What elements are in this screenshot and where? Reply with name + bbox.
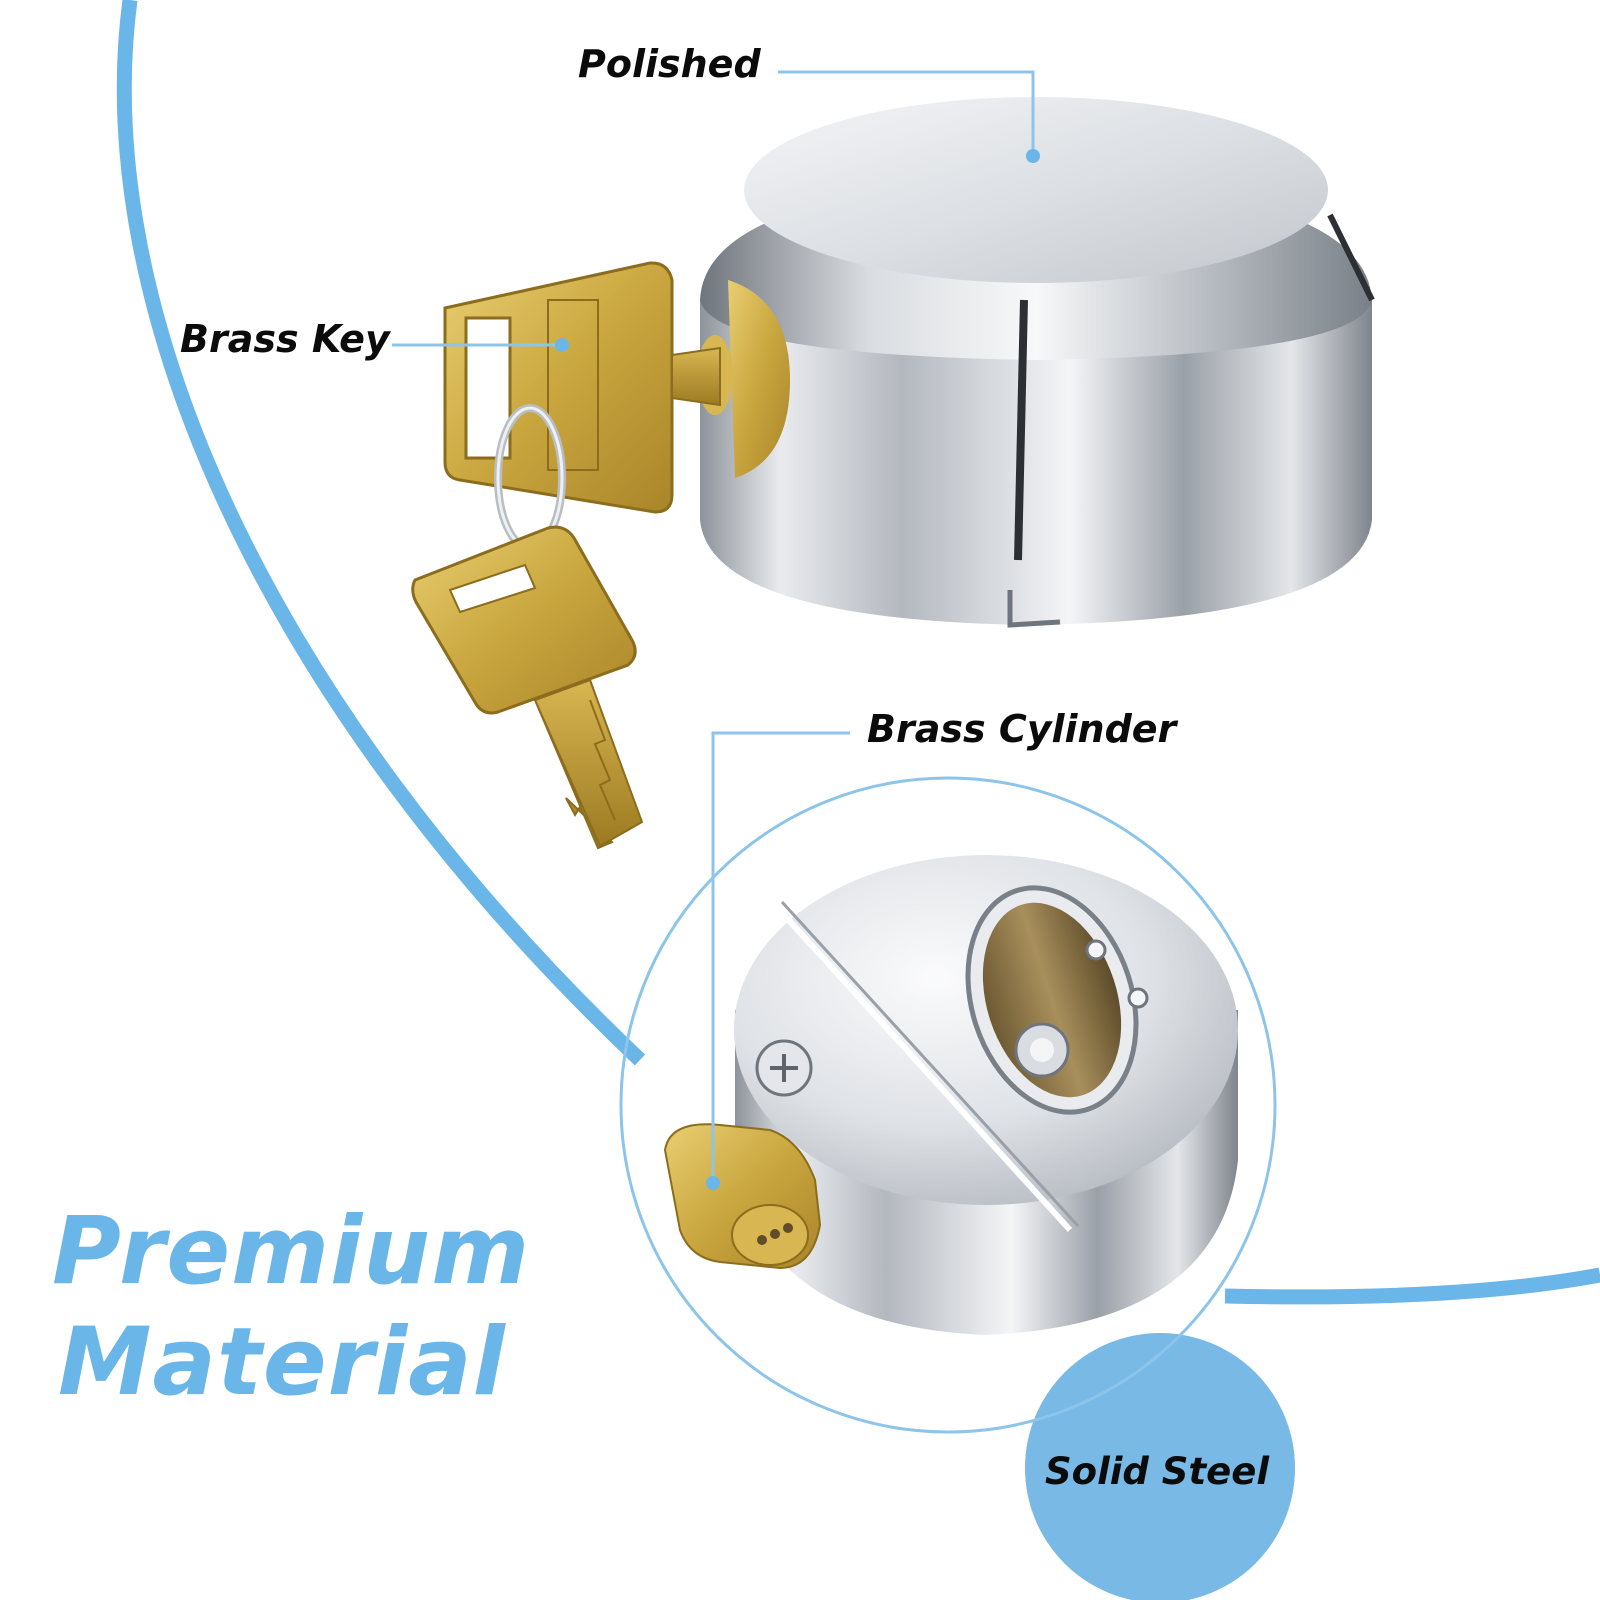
- leader-polished: [778, 70, 1035, 156]
- marker-brass-cylinder: [706, 1176, 720, 1190]
- marker-brass-key: [555, 338, 569, 352]
- detail-circle: [619, 776, 1277, 1434]
- callout-brass-key: Brass Key: [180, 317, 390, 361]
- leader-lines: [392, 70, 1035, 1183]
- decorative-arc: [116, 0, 646, 1066]
- callout-polished: Polished: [578, 42, 761, 86]
- headline-line-1: Premium: [52, 1197, 531, 1306]
- callout-brass-cylinder: Brass Cylinder: [867, 707, 1177, 751]
- padlock-underside: [663, 855, 1238, 1335]
- leader-brass-cylinder: [711, 731, 850, 1183]
- padlock-top: [697, 97, 1375, 628]
- headline-line-2: Material: [58, 1308, 506, 1417]
- decorative-arc-lower: [1224, 1267, 1600, 1305]
- marker-polished: [1026, 149, 1040, 163]
- brass-keys: [411, 261, 721, 850]
- callout-solid-steel: Solid Steel: [1045, 1450, 1270, 1493]
